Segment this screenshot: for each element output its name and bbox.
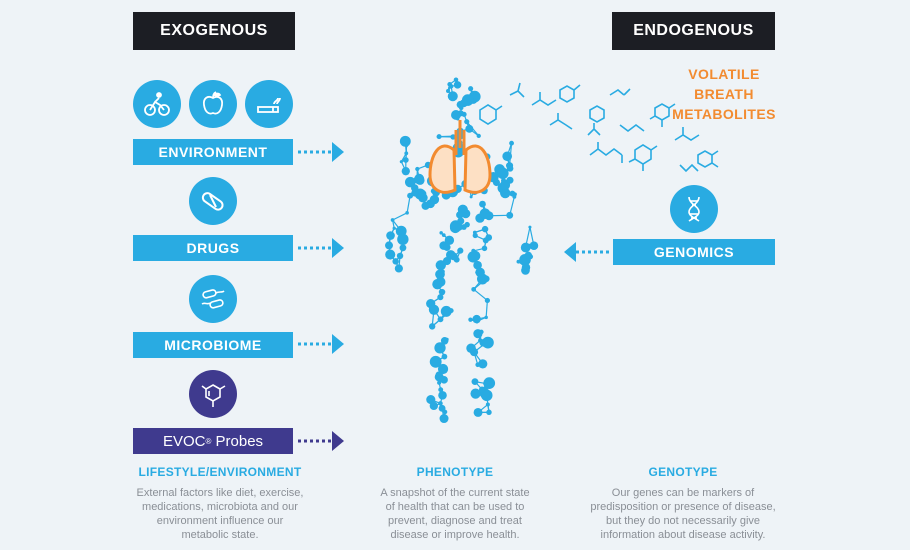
evoc-arrow: [298, 431, 344, 451]
figure-nodes: [385, 77, 539, 424]
volatile-line-1: VOLATILE: [688, 66, 760, 82]
drugs-bar: DRUGS: [133, 235, 293, 261]
phenotype-title: PHENOTYPE: [416, 465, 494, 479]
microbiome-arrow: [298, 334, 344, 354]
exogenous-header: EXOGENOUS: [133, 12, 295, 50]
endogenous-header: ENDOGENOUS: [612, 12, 775, 50]
bacteria-icon: [189, 275, 237, 323]
volatile-line-2: BREATH: [694, 86, 754, 102]
genotype-title: GENOTYPE: [648, 465, 718, 479]
genotype-line-4: information about disease activity.: [600, 529, 766, 541]
evoc-label: EVOC: [162, 432, 206, 450]
volatile-line-3: METABOLITES: [672, 106, 776, 122]
genotype-line-2: predisposition or presence of disease,: [590, 501, 776, 513]
genotype-line-3: but they do not necessarily give: [605, 515, 761, 527]
drugs-arrow: [298, 238, 344, 258]
registered-mark: ®: [205, 436, 212, 446]
environment-bar: ENVIRONMENT: [133, 139, 293, 165]
cyclist-icon: [133, 80, 181, 128]
lifestyle-title: LIFESTYLE/ENVIRONMENT: [138, 465, 302, 479]
genotype-line-1: Our genes can be markers of: [611, 487, 755, 499]
phenotype-line-1: A snapshot of the current state: [380, 487, 530, 499]
genotype-text: Our genes can be markers of predispositi…: [563, 486, 803, 542]
lifestyle-line-4: metabolic state.: [181, 529, 259, 541]
lifestyle-line-3: environment influence our: [156, 515, 284, 527]
microbiome-bar: MICROBIOME: [133, 332, 293, 358]
human-molecular-figure: [385, 77, 539, 424]
genomics-bar: GENOMICS: [613, 239, 775, 265]
cigarette-icon: [245, 80, 293, 128]
apple-icon: [189, 80, 237, 128]
pill-icon: [189, 177, 237, 225]
volatile-breath-metabolites: VOLATILE BREATH METABOLITES: [660, 64, 788, 124]
lifestyle-line-2: medications, microbiota and our: [142, 501, 298, 513]
probes-label: Probes: [211, 432, 264, 450]
genomics-arrow: [564, 242, 610, 262]
molecule-cloud: [479, 82, 719, 173]
molecule-icon: [189, 370, 237, 418]
phenotype-line-3: prevent, diagnose and treat: [388, 515, 522, 527]
phenotype-line-2: of health that can be used to: [385, 501, 525, 513]
dna-icon: [670, 185, 718, 233]
phenotype-line-4: disease or improve health.: [390, 529, 520, 541]
lungs-icon: [428, 120, 492, 194]
lifestyle-line-1: External factors like diet, exercise,: [136, 487, 304, 499]
phenotype-text: A snapshot of the current state of healt…: [345, 486, 565, 542]
environment-arrow: [298, 142, 344, 162]
evoc-probes-bar: EVOC® Probes: [133, 428, 293, 454]
lifestyle-text: External factors like diet, exercise, me…: [100, 486, 340, 542]
